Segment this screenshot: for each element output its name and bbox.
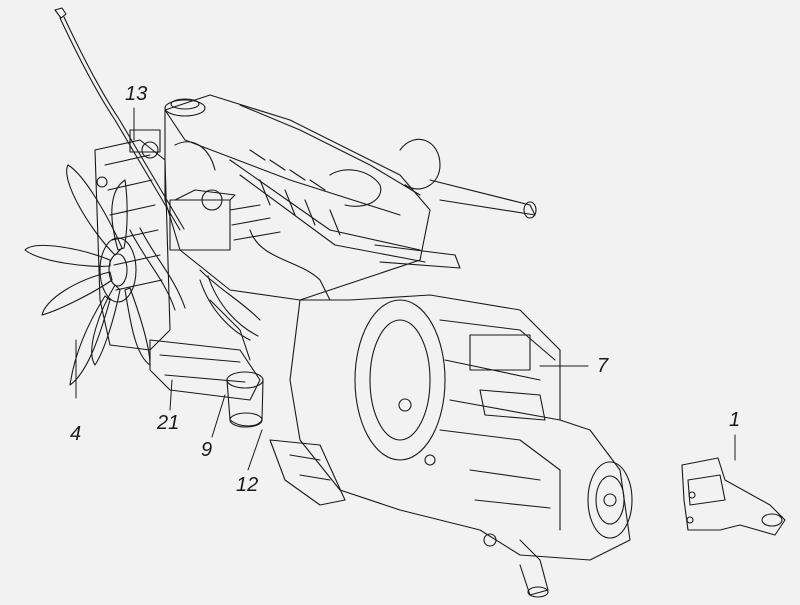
- oil-filter: [226, 371, 264, 428]
- callout-4: 4: [70, 423, 82, 445]
- callout-12: 12: [236, 474, 259, 496]
- dipstick: [54, 7, 185, 231]
- engine-sump: [149, 339, 346, 506]
- gearbox: [289, 294, 633, 598]
- cooling-fan: [24, 164, 151, 386]
- callout-13: 13: [125, 83, 148, 105]
- callout-21: 21: [157, 412, 180, 434]
- hoses: [129, 141, 259, 341]
- turbo-pipe: [374, 138, 537, 269]
- mount-bracket: [681, 457, 786, 536]
- fuel-system: [199, 159, 426, 361]
- leader-lines: [75, 107, 736, 471]
- callout-1: 1: [729, 409, 741, 431]
- callout-9: 9: [201, 439, 213, 461]
- engine-block: [164, 94, 431, 301]
- callout-7: 7: [597, 355, 609, 377]
- front-housing: [94, 129, 171, 351]
